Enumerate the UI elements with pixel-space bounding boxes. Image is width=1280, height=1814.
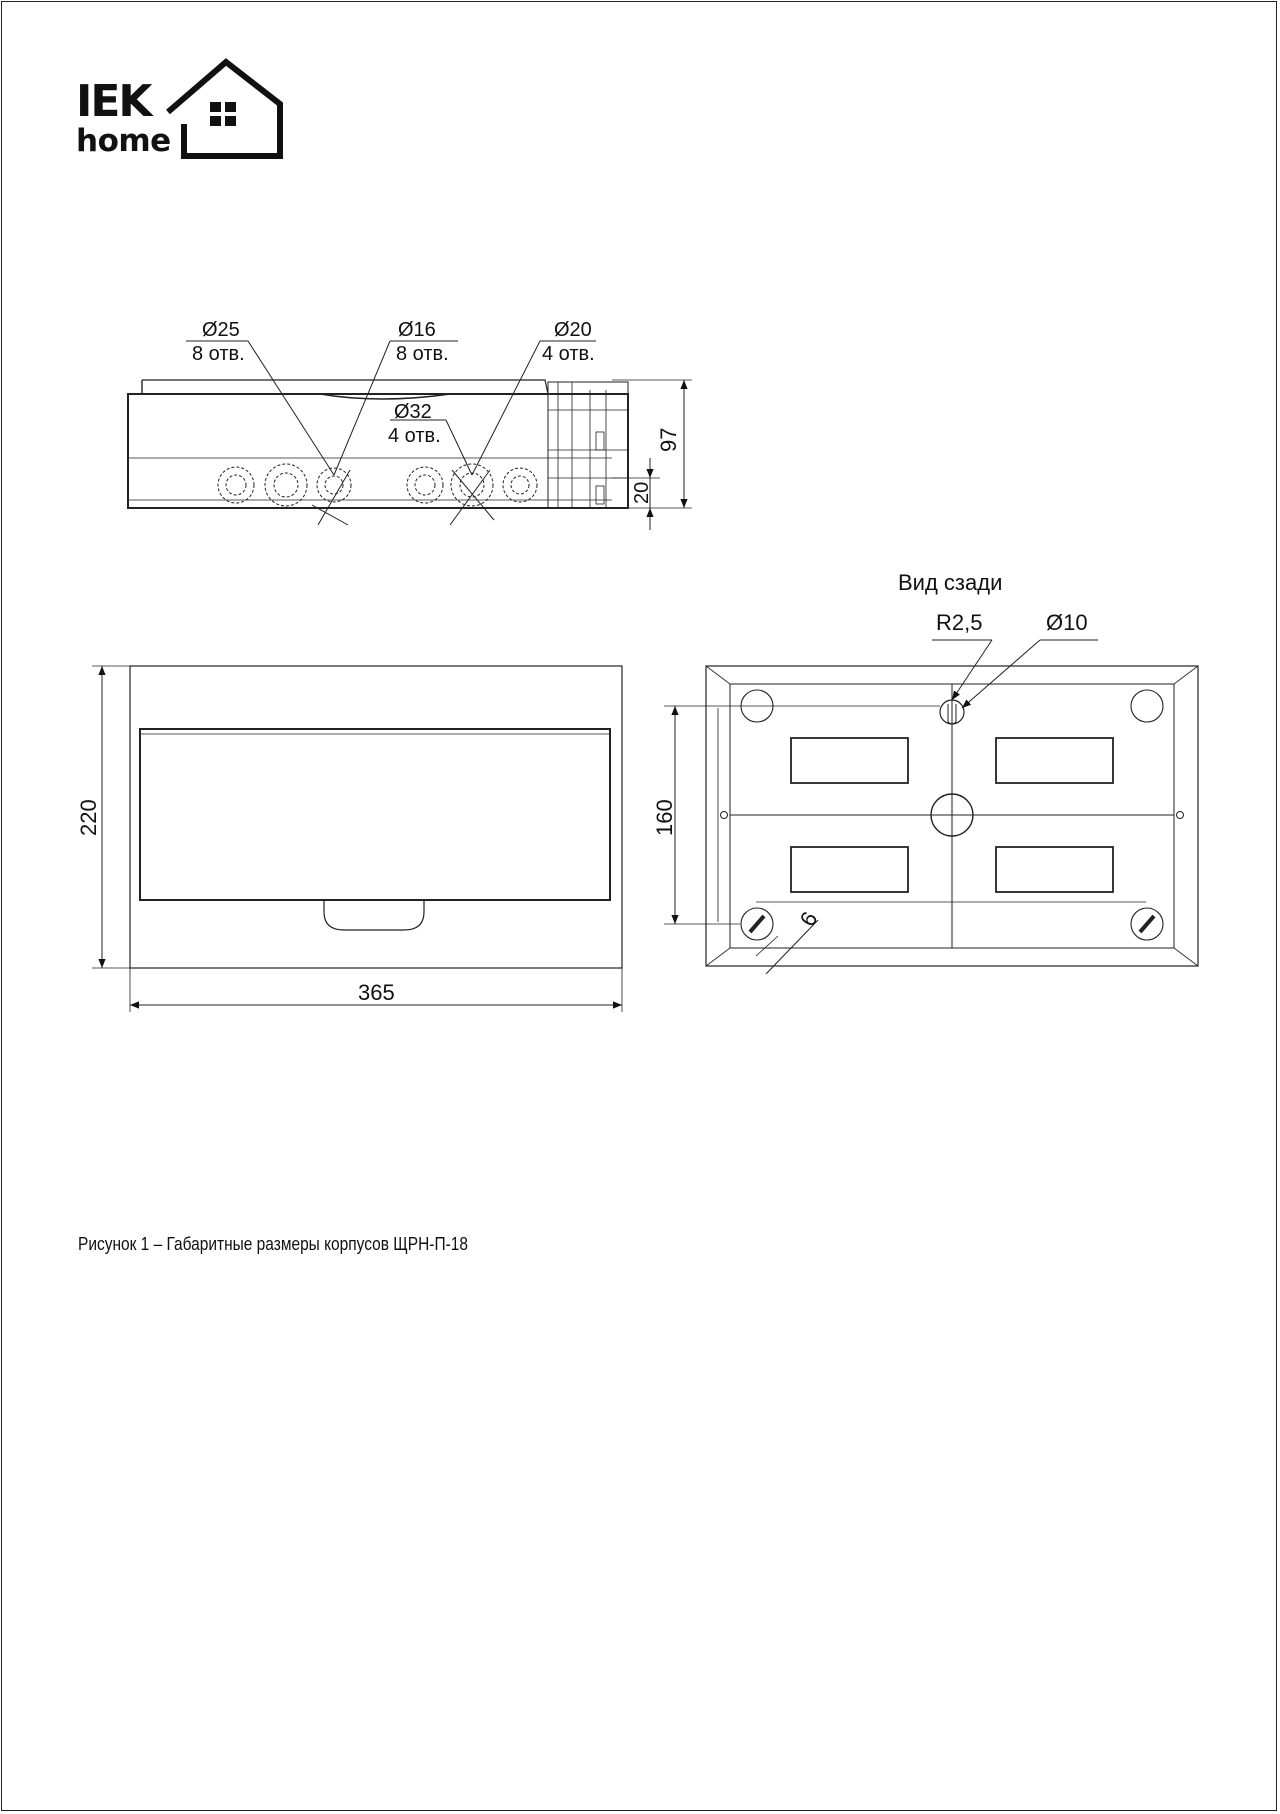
rear-view-title: Вид сзади <box>898 570 1002 595</box>
mount-spacing: 160 <box>652 799 677 836</box>
callout-d20-count: 4 отв. <box>542 343 595 365</box>
callout-d20: Ø20 <box>554 319 592 341</box>
rail-offset-dim: 20 <box>631 482 653 504</box>
keyhole-radius: R2,5 <box>936 610 982 635</box>
slot-width: 6 <box>795 907 823 930</box>
callout-d32: Ø32 <box>394 401 432 423</box>
callout-d25: Ø25 <box>202 319 240 341</box>
brand-name: IEK <box>76 76 153 127</box>
depth-dim: 97 <box>656 428 681 452</box>
hole-diameter: Ø10 <box>1046 610 1088 635</box>
front-view-labels: 220 365 <box>76 799 395 1005</box>
rear-view <box>664 639 1199 975</box>
callout-d25-count: 8 отв. <box>192 343 245 365</box>
side-view <box>127 340 692 530</box>
front-view <box>92 665 623 1012</box>
callout-d32-count: 4 отв. <box>388 425 441 447</box>
callout-d16: Ø16 <box>398 319 436 341</box>
callout-d16-count: 8 отв. <box>396 343 449 365</box>
house-icon <box>166 58 283 159</box>
rear-view-labels: Вид сзади R2,5 Ø10 160 6 <box>652 570 1088 931</box>
figure-caption: Рисунок 1 – Габаритные размеры корпусов … <box>78 1234 468 1254</box>
brand-sub: home <box>76 123 171 159</box>
brand-logo: IEK home <box>76 80 171 157</box>
height-dim: 220 <box>76 799 101 836</box>
side-view-labels: Ø25 8 отв. Ø16 8 отв. Ø20 4 отв. Ø32 4 о… <box>192 319 681 504</box>
width-dim: 365 <box>358 980 395 1005</box>
